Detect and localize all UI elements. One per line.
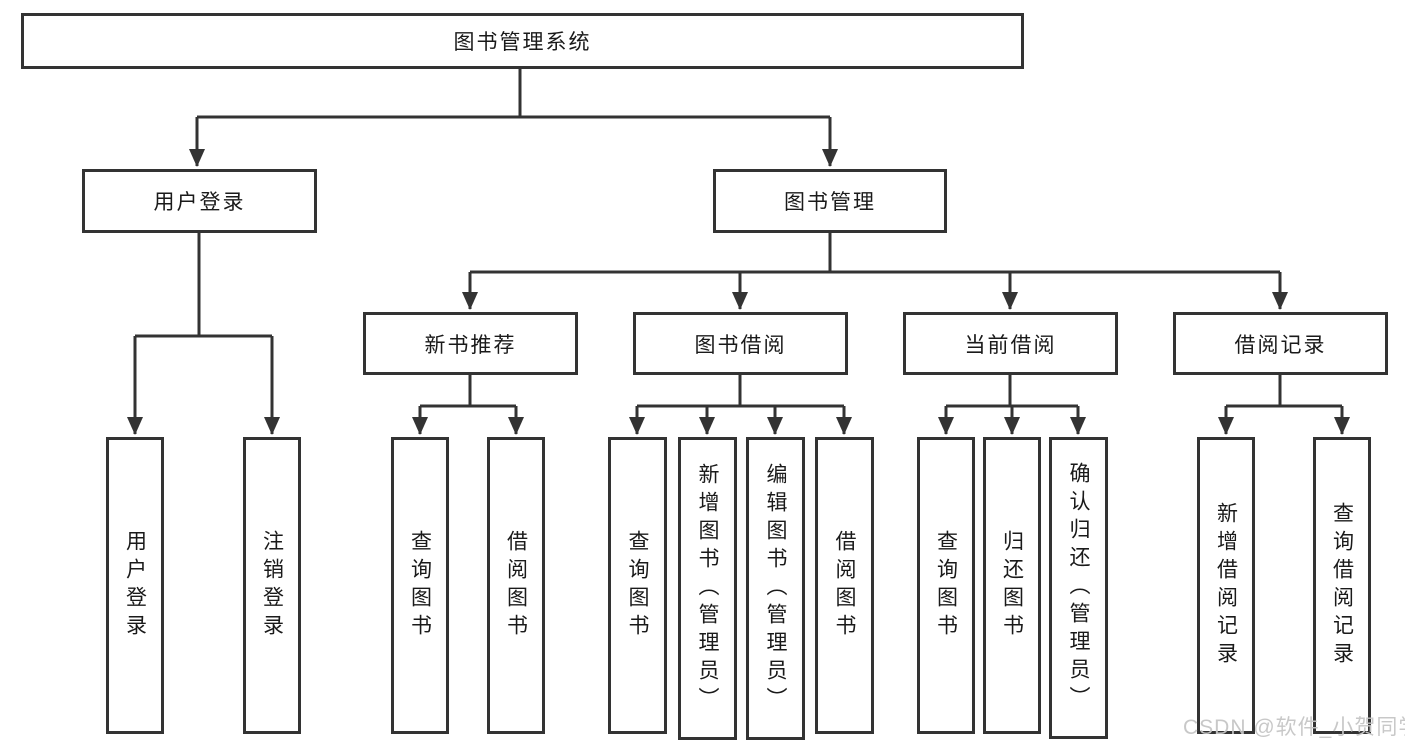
node-book-borrowing: 图书借阅 bbox=[633, 312, 848, 375]
csdn-watermark: CSDN @软件_小贺同学 bbox=[1183, 716, 1405, 739]
node-label: 新书推荐 bbox=[424, 333, 517, 357]
node-label: 查询图书 bbox=[408, 529, 432, 642]
leaf-add-borrow-record: 新增借阅记录 bbox=[1197, 437, 1255, 734]
node-library-management-system: 图书管理系统 bbox=[21, 13, 1024, 69]
leaf-borrow-books-borrowing: 借阅图书 bbox=[815, 437, 874, 734]
node-label: 查询图书 bbox=[934, 529, 958, 642]
node-label: 新增借阅记录 bbox=[1214, 501, 1238, 670]
node-label: 归还图书 bbox=[1000, 529, 1024, 642]
node-new-book-recommendation: 新书推荐 bbox=[363, 312, 578, 375]
leaf-query-borrow-record: 查询借阅记录 bbox=[1313, 437, 1371, 734]
leaf-add-book-admin: 新增图书（管理员） bbox=[678, 437, 737, 740]
node-label: 编辑图书（管理员） bbox=[764, 462, 787, 715]
node-borrowing-records: 借阅记录 bbox=[1173, 312, 1388, 375]
node-label: 图书管理 bbox=[784, 191, 876, 214]
leaf-query-books-recommend: 查询图书 bbox=[391, 437, 449, 734]
node-label: 新增图书（管理员） bbox=[696, 462, 719, 715]
node-label: 图书管理系统 bbox=[453, 31, 592, 54]
node-label: 借阅记录 bbox=[1234, 333, 1327, 357]
node-label: 注销登录 bbox=[260, 529, 284, 642]
node-label: 查询借阅记录 bbox=[1330, 501, 1354, 670]
leaf-logout: 注销登录 bbox=[243, 437, 301, 734]
leaf-borrow-books-recommend: 借阅图书 bbox=[487, 437, 545, 734]
node-current-borrowing: 当前借阅 bbox=[903, 312, 1118, 375]
leaf-query-books-current: 查询图书 bbox=[917, 437, 975, 734]
node-label: 借阅图书 bbox=[833, 529, 856, 642]
node-label: 借阅图书 bbox=[504, 529, 528, 642]
node-user-login: 用户登录 bbox=[82, 169, 317, 233]
leaf-query-books-borrowing: 查询图书 bbox=[608, 437, 667, 734]
node-label: 用户登录 bbox=[123, 529, 147, 642]
node-book-management: 图书管理 bbox=[713, 169, 947, 233]
node-label: 确认归还（管理员） bbox=[1067, 462, 1090, 714]
leaf-return-book: 归还图书 bbox=[983, 437, 1041, 734]
node-label: 当前借阅 bbox=[964, 333, 1057, 357]
node-label: 用户登录 bbox=[153, 191, 246, 214]
node-label: 查询图书 bbox=[626, 529, 649, 642]
leaf-edit-book-admin: 编辑图书（管理员） bbox=[746, 437, 805, 740]
leaf-user-login: 用户登录 bbox=[106, 437, 164, 734]
leaf-confirm-return-admin: 确认归还（管理员） bbox=[1049, 437, 1108, 739]
node-label: 图书借阅 bbox=[694, 333, 787, 357]
